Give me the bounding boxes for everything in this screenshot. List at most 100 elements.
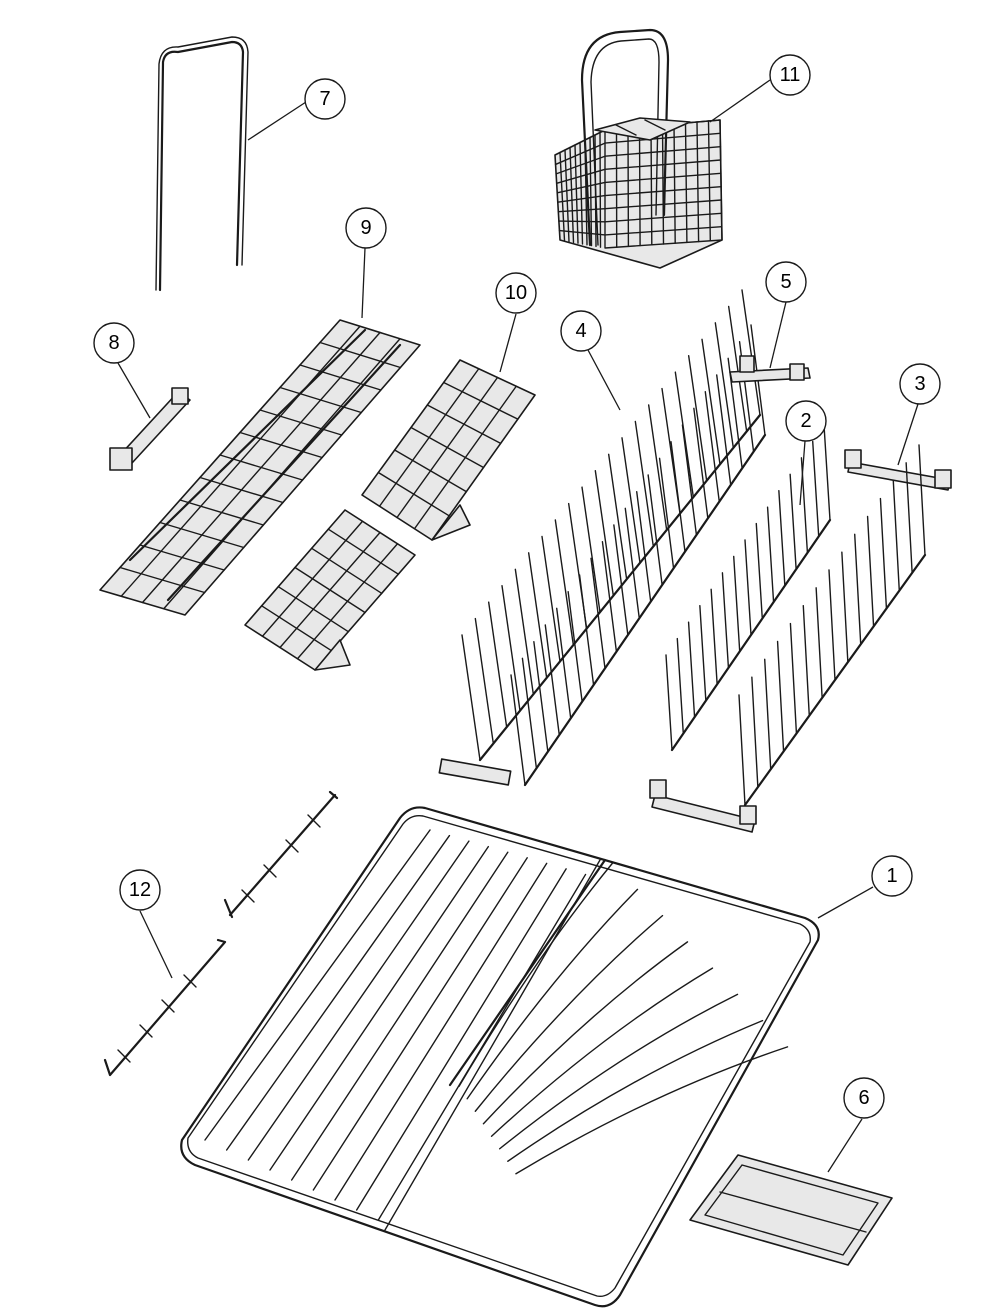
wire-stroke bbox=[673, 123, 676, 244]
wire-stroke bbox=[823, 424, 831, 521]
wire-stroke bbox=[738, 694, 746, 806]
wire-stroke bbox=[721, 572, 730, 669]
wire-stroke bbox=[650, 125, 653, 246]
wire-stroke bbox=[699, 605, 707, 702]
wire-stroke bbox=[579, 141, 584, 245]
wire-stroke bbox=[854, 533, 862, 645]
wire-stroke bbox=[601, 540, 618, 653]
wire-stroke bbox=[507, 1019, 764, 1162]
wire-stroke bbox=[687, 355, 708, 482]
wire-stroke bbox=[727, 305, 748, 433]
part-10-tine-section bbox=[244, 359, 536, 671]
wire-stroke bbox=[590, 557, 606, 670]
wire-stroke bbox=[355, 868, 567, 1211]
callout-6: 6 bbox=[843, 1077, 885, 1119]
wire-stroke bbox=[744, 539, 752, 636]
wire-stroke bbox=[670, 440, 686, 553]
part-11-cutlery-basket bbox=[554, 28, 723, 269]
wire-stroke bbox=[604, 159, 722, 171]
part-5-clip bbox=[729, 355, 811, 383]
wire-stroke bbox=[555, 155, 606, 175]
wire-stroke bbox=[290, 851, 509, 1181]
wire-stroke bbox=[544, 624, 560, 736]
wire-stroke bbox=[501, 585, 521, 712]
wire-stroke bbox=[676, 637, 684, 735]
callout-7: 7 bbox=[304, 78, 346, 120]
wire-stroke bbox=[334, 862, 548, 1201]
wire-stroke bbox=[559, 151, 566, 242]
callout-4: 4 bbox=[560, 310, 602, 352]
wire-stroke bbox=[604, 212, 723, 223]
part-2-tine-row bbox=[649, 424, 927, 833]
wire-stroke bbox=[554, 519, 575, 646]
wire-stroke bbox=[710, 588, 718, 685]
wire-stroke bbox=[828, 569, 836, 681]
wire-stroke bbox=[681, 424, 698, 536]
wire-stroke bbox=[490, 967, 714, 1137]
wire-stroke bbox=[279, 531, 381, 649]
callout-1-label: 1 bbox=[886, 865, 897, 887]
wire-stroke bbox=[594, 470, 615, 597]
wire-stroke bbox=[581, 486, 601, 613]
wire-stroke bbox=[604, 185, 722, 197]
wire-stroke bbox=[413, 385, 517, 530]
callout-8-label: 8 bbox=[108, 332, 119, 354]
wire-stroke bbox=[558, 220, 606, 223]
wire-stroke bbox=[556, 607, 572, 720]
wire-stroke bbox=[514, 568, 535, 695]
wire-stroke bbox=[557, 207, 606, 213]
wire-stroke bbox=[665, 654, 673, 751]
wire-stroke bbox=[789, 473, 797, 570]
wire-stroke bbox=[396, 376, 499, 519]
wire-stroke bbox=[541, 535, 561, 663]
wire-stroke bbox=[384, 859, 601, 1231]
wire-stroke bbox=[764, 658, 772, 770]
wire-stroke bbox=[714, 322, 735, 449]
wire-stroke bbox=[296, 543, 399, 660]
wire-stroke bbox=[604, 225, 723, 236]
wire-stroke bbox=[638, 126, 641, 247]
wire-stroke bbox=[261, 520, 364, 637]
leader-lines bbox=[117, 79, 919, 1173]
wire-stroke bbox=[841, 551, 849, 663]
callout-2: 2 bbox=[785, 400, 827, 442]
wire-stroke bbox=[556, 181, 606, 194]
callout-9: 9 bbox=[345, 207, 387, 249]
wire-stroke bbox=[527, 552, 548, 679]
wire-stroke bbox=[461, 634, 481, 761]
wire-stroke bbox=[604, 132, 721, 144]
wire-stroke bbox=[225, 834, 451, 1151]
wire-stroke bbox=[647, 404, 668, 531]
wire-stroke bbox=[621, 437, 641, 564]
callout-6-label: 6 bbox=[858, 1087, 869, 1109]
wire-stroke bbox=[658, 457, 675, 570]
wire-stroke bbox=[755, 522, 763, 620]
part-4-tine-row bbox=[438, 289, 767, 787]
wire-stroke bbox=[482, 941, 689, 1125]
part-9-folding-shelf bbox=[99, 319, 421, 616]
wire-stroke bbox=[701, 338, 721, 465]
part-1-main-rack bbox=[180, 806, 820, 1308]
part-6-tray bbox=[689, 1154, 893, 1266]
wire-stroke bbox=[918, 444, 926, 556]
callout-12: 12 bbox=[119, 869, 161, 911]
wire-stroke bbox=[120, 325, 361, 597]
wire-stroke bbox=[892, 480, 900, 592]
wire-stroke bbox=[789, 622, 798, 735]
wire-stroke bbox=[636, 490, 652, 603]
callout-7-label: 7 bbox=[319, 88, 330, 110]
wire-stroke bbox=[693, 407, 709, 520]
wire-stroke bbox=[733, 555, 741, 653]
callout-8: 8 bbox=[93, 322, 135, 364]
wire-stroke bbox=[533, 640, 549, 753]
wire-stroke bbox=[707, 120, 711, 242]
wire-stroke bbox=[905, 462, 913, 574]
wire-stroke bbox=[555, 168, 606, 185]
wire-stroke bbox=[498, 993, 739, 1150]
wire-stroke bbox=[704, 390, 720, 503]
wire-stroke bbox=[521, 657, 538, 770]
wire-stroke bbox=[778, 490, 786, 587]
wire-stroke bbox=[578, 574, 595, 686]
callout-2-label: 2 bbox=[800, 410, 811, 432]
part-7-handle-wire bbox=[155, 36, 249, 292]
